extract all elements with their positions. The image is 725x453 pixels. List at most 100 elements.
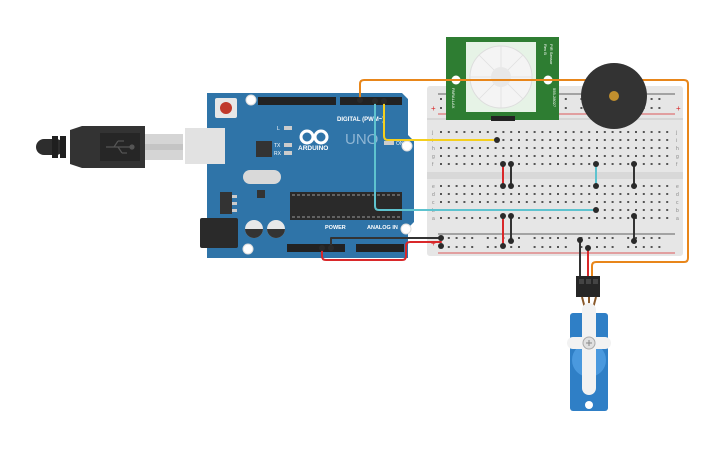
breadboard-hole[interactable] bbox=[650, 246, 653, 248]
breadboard-hole[interactable] bbox=[580, 163, 583, 165]
breadboard-hole[interactable] bbox=[471, 131, 474, 133]
breadboard-hole[interactable] bbox=[471, 217, 474, 219]
breadboard-hole[interactable] bbox=[525, 155, 528, 157]
breadboard-hole[interactable] bbox=[588, 237, 591, 239]
breadboard-hole[interactable] bbox=[603, 139, 606, 141]
breadboard-hole[interactable] bbox=[603, 147, 606, 149]
breadboard-hole[interactable] bbox=[494, 147, 497, 149]
breadboard-hole[interactable] bbox=[596, 147, 598, 149]
breadboard-hole[interactable] bbox=[564, 147, 567, 149]
breadboard-hole[interactable] bbox=[455, 193, 458, 195]
breadboard-hole[interactable] bbox=[525, 131, 528, 133]
breadboard-hole[interactable] bbox=[471, 185, 474, 187]
breadboard-hole[interactable] bbox=[486, 217, 489, 219]
breadboard-hole[interactable] bbox=[564, 185, 567, 187]
breadboard-hole[interactable] bbox=[580, 147, 583, 149]
breadboard-hole[interactable] bbox=[557, 246, 559, 248]
breadboard-hole[interactable] bbox=[494, 155, 497, 157]
breadboard-hole[interactable] bbox=[447, 155, 450, 157]
breadboard-hole[interactable] bbox=[572, 131, 575, 133]
breadboard-hole[interactable] bbox=[502, 155, 505, 157]
breadboard-hole[interactable] bbox=[588, 193, 591, 195]
breadboard-hole[interactable] bbox=[557, 139, 559, 141]
breadboard-hole[interactable] bbox=[494, 163, 497, 165]
breadboard-hole[interactable] bbox=[619, 147, 622, 149]
breadboard-hole[interactable] bbox=[588, 201, 591, 203]
breadboard-hole[interactable] bbox=[603, 217, 606, 219]
breadboard-hole[interactable] bbox=[510, 246, 513, 248]
breadboard-hole[interactable] bbox=[557, 237, 559, 239]
breadboard-hole[interactable] bbox=[666, 139, 669, 141]
breadboard-hole[interactable] bbox=[619, 139, 622, 141]
breadboard-hole[interactable] bbox=[588, 139, 591, 141]
breadboard-hole[interactable] bbox=[525, 193, 528, 195]
breadboard-hole[interactable] bbox=[463, 131, 466, 133]
breadboard-hole[interactable] bbox=[611, 155, 614, 157]
breadboard-hole[interactable] bbox=[518, 193, 520, 195]
breadboard-hole[interactable] bbox=[549, 131, 552, 133]
breadboard-hole[interactable] bbox=[447, 193, 450, 195]
breadboard-hole[interactable] bbox=[642, 155, 645, 157]
breadboard-hole[interactable] bbox=[486, 201, 489, 203]
breadboard-hole[interactable] bbox=[658, 98, 661, 100]
breadboard-hole[interactable] bbox=[463, 201, 466, 203]
breadboard-hole[interactable] bbox=[572, 201, 575, 203]
breadboard-hole[interactable] bbox=[658, 163, 661, 165]
wire-endpoint[interactable] bbox=[500, 243, 506, 249]
breadboard-hole[interactable] bbox=[658, 155, 661, 157]
breadboard-hole[interactable] bbox=[471, 147, 474, 149]
breadboard-hole[interactable] bbox=[440, 147, 442, 149]
breadboard-hole[interactable] bbox=[650, 193, 653, 195]
wire-endpoint[interactable] bbox=[508, 183, 514, 189]
breadboard-hole[interactable] bbox=[642, 209, 645, 211]
breadboard-hole[interactable] bbox=[455, 155, 458, 157]
breadboard-hole[interactable] bbox=[658, 246, 661, 248]
breadboard-hole[interactable] bbox=[564, 246, 567, 248]
breadboard-hole[interactable] bbox=[658, 217, 661, 219]
breadboard-hole[interactable] bbox=[557, 155, 559, 157]
wire-endpoint[interactable] bbox=[494, 137, 500, 143]
breadboard-hole[interactable] bbox=[518, 147, 520, 149]
breadboard-hole[interactable] bbox=[666, 155, 669, 157]
breadboard-hole[interactable] bbox=[541, 246, 544, 248]
breadboard-hole[interactable] bbox=[510, 201, 513, 203]
breadboard-hole[interactable] bbox=[518, 163, 520, 165]
breadboard-hole[interactable] bbox=[479, 185, 481, 187]
breadboard-hole[interactable] bbox=[596, 139, 598, 141]
wire-endpoint[interactable] bbox=[372, 98, 378, 104]
breadboard-hole[interactable] bbox=[658, 209, 661, 211]
breadboard-hole[interactable] bbox=[494, 193, 497, 195]
breadboard-hole[interactable] bbox=[486, 147, 489, 149]
breadboard-hole[interactable] bbox=[627, 246, 630, 248]
breadboard-hole[interactable] bbox=[479, 131, 481, 133]
breadboard-hole[interactable] bbox=[564, 98, 567, 100]
breadboard-hole[interactable] bbox=[447, 201, 450, 203]
breadboard-hole[interactable] bbox=[611, 237, 614, 239]
breadboard-hole[interactable] bbox=[650, 163, 653, 165]
breadboard-hole[interactable] bbox=[564, 193, 567, 195]
breadboard-hole[interactable] bbox=[549, 193, 552, 195]
breadboard-hole[interactable] bbox=[642, 163, 645, 165]
breadboard-hole[interactable] bbox=[650, 217, 653, 219]
breadboard-hole[interactable] bbox=[658, 201, 661, 203]
breadboard-hole[interactable] bbox=[557, 193, 559, 195]
breadboard-hole[interactable] bbox=[596, 193, 598, 195]
breadboard-hole[interactable] bbox=[666, 185, 669, 187]
breadboard-hole[interactable] bbox=[611, 139, 614, 141]
breadboard-hole[interactable] bbox=[627, 193, 630, 195]
breadboard-hole[interactable] bbox=[518, 155, 520, 157]
breadboard-hole[interactable] bbox=[533, 155, 536, 157]
breadboard-hole[interactable] bbox=[642, 193, 645, 195]
breadboard-hole[interactable] bbox=[557, 131, 559, 133]
breadboard-hole[interactable] bbox=[510, 193, 513, 195]
breadboard-hole[interactable] bbox=[486, 185, 489, 187]
breadboard-hole[interactable] bbox=[549, 185, 552, 187]
breadboard-hole[interactable] bbox=[588, 185, 591, 187]
wire-endpoint[interactable] bbox=[357, 97, 363, 103]
breadboard-hole[interactable] bbox=[658, 147, 661, 149]
micro-servo[interactable] bbox=[567, 276, 611, 411]
breadboard-hole[interactable] bbox=[666, 209, 669, 211]
breadboard-hole[interactable] bbox=[455, 201, 458, 203]
breadboard-hole[interactable] bbox=[463, 155, 466, 157]
breadboard-hole[interactable] bbox=[611, 185, 614, 187]
